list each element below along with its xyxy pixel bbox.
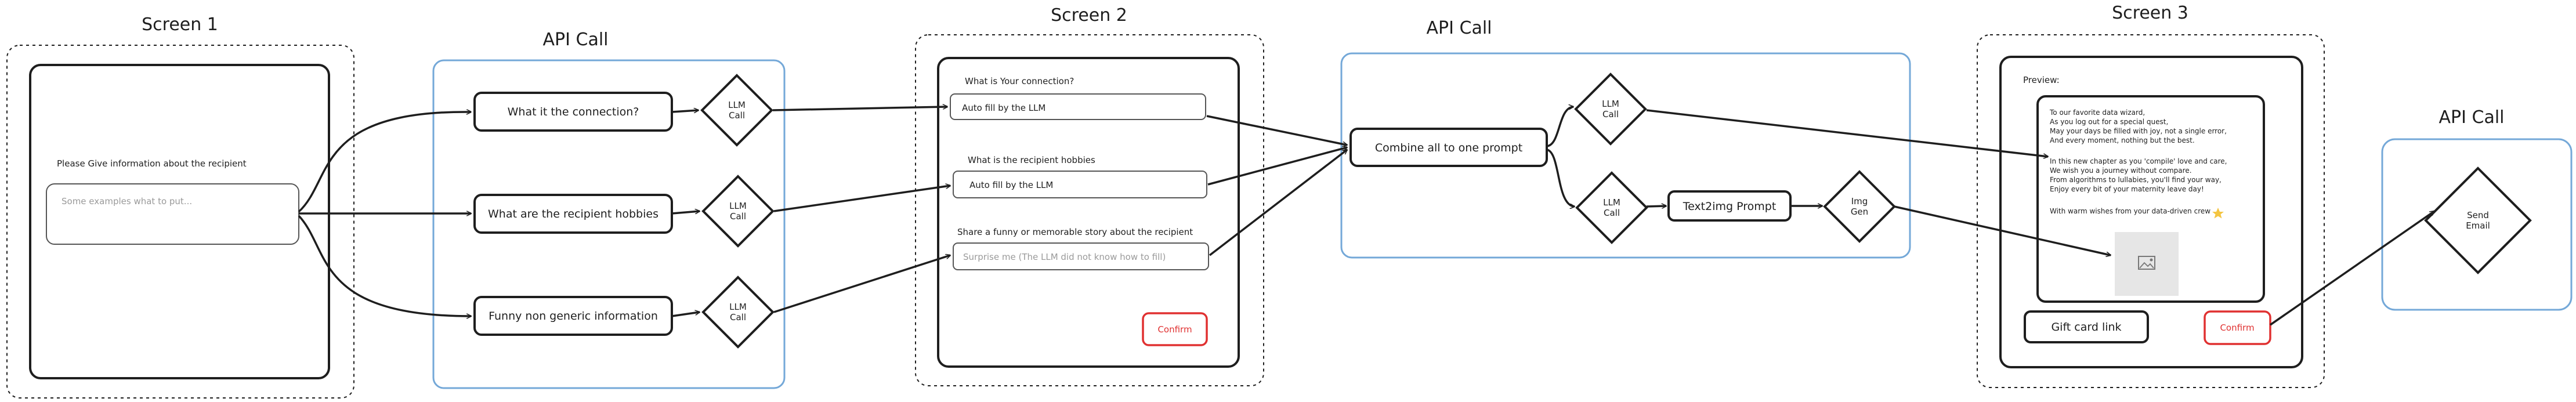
api-call-3-frame: [2381, 138, 2573, 311]
question-hobbies-label: What are the recipient hobbies: [488, 208, 659, 220]
api-call-2-frame: [1340, 52, 1911, 259]
question-connection-label: What it the connection?: [508, 106, 639, 118]
arrow-llm-to-story-field: [773, 255, 950, 313]
llm-call-1-line1: LLM: [728, 100, 746, 110]
llm-call-diamond-2: [701, 175, 775, 248]
arrow-combine-to-llm-bottom: [1546, 149, 1575, 207]
flow-arrows: [298, 107, 2434, 326]
screen2-field1-label: What is Your connection?: [965, 76, 1074, 86]
arrow-llm-to-connection-field: [772, 107, 947, 111]
text2img-prompt-label: Text2img Prompt: [1683, 200, 1777, 213]
arrow-imggen-to-image: [1894, 205, 2111, 255]
arrow-confirm-to-send-email: [2270, 210, 2434, 326]
question-funny-label: Funny non generic information: [489, 310, 658, 323]
api-call-2-title: API Call: [1427, 18, 1492, 38]
arrow-input-to-connection: [298, 112, 471, 213]
screen2-phone: [937, 57, 1240, 368]
llm-call-3-line1: LLM: [729, 302, 747, 312]
screen3-confirm-label: Confirm: [2220, 323, 2254, 333]
llm-call-diamond-4: [1574, 73, 1647, 146]
poem-line: In this new chapter as you 'compile' lov…: [2050, 157, 2227, 165]
preview-card: [2036, 95, 2265, 303]
combine-prompt-label: Combine all to one prompt: [1375, 142, 1522, 154]
api-call-1-frame: [432, 59, 786, 389]
poem-line: From algorithms to lullabies, you'll fin…: [2050, 176, 2222, 184]
llm-call-5-line1: LLM: [1603, 197, 1620, 208]
llm-call-2-line2: Call: [730, 211, 746, 222]
send-email-line1: Send: [2467, 210, 2489, 220]
screen1-title: Screen 1: [142, 15, 218, 35]
question-hobbies-box: [473, 194, 673, 234]
screen1-info-input[interactable]: [46, 183, 299, 245]
arrow-funny-to-llm: [671, 312, 700, 317]
llm-call-diamond-1: [700, 74, 773, 147]
screen2-story-input[interactable]: [953, 242, 1209, 270]
api-call-3-group: API Call Send Email: [2381, 107, 2573, 311]
arrow-llm-to-poem: [1646, 109, 2048, 157]
arrow-connection-to-llm: [671, 110, 699, 112]
poem-line: To our favorite data wizard,: [2049, 108, 2145, 117]
screen3-confirm-button[interactable]: [2204, 310, 2271, 345]
api-call-3-title: API Call: [2439, 107, 2505, 128]
screen1-group: Screen 1 Please Give information about t…: [6, 15, 354, 399]
arrow-hobbies-to-llm: [671, 211, 700, 215]
send-email-diamond: [2424, 166, 2532, 274]
screen2-field3-label: Share a funny or memorable story about t…: [957, 227, 1193, 237]
screen3-group: Screen 3 Preview: To our favorite data w…: [1977, 3, 2325, 388]
screen2-title: Screen 2: [1051, 5, 1127, 26]
star-icon: [2212, 208, 2224, 219]
arrow-llm-to-hobbies-field: [773, 186, 950, 212]
llm-call-2-line1: LLM: [729, 201, 747, 211]
send-email-line2: Email: [2466, 220, 2490, 231]
screen1-prompt-label: Please Give information about the recipi…: [57, 158, 247, 169]
api-call-1-title: API Call: [543, 30, 609, 50]
poem-line: And every moment, nothing but the best.: [2050, 136, 2195, 144]
llm-call-4-line1: LLM: [1602, 99, 1619, 109]
arrow-llm-to-text2img: [1646, 206, 1666, 207]
screen2-field2-label: What is the recipient hobbies: [968, 155, 1095, 165]
screen3-preview-label: Preview:: [2023, 75, 2060, 85]
arrow-field1-to-combine: [1206, 115, 1347, 145]
img-gen-line2: Gen: [1851, 207, 1868, 217]
screen3-frame: [1977, 34, 2325, 388]
arrow-combine-to-llm-top: [1546, 107, 1573, 147]
screen2-field2-value: Auto fill by the LLM: [969, 180, 1053, 190]
screen2-field1-value: Auto fill by the LLM: [962, 103, 1045, 113]
api-call-2-group: API Call Combine all to one prompt LLM C…: [1340, 18, 1911, 259]
llm-call-5-line2: Call: [1604, 208, 1620, 218]
arrow-input-to-funny: [298, 215, 471, 316]
llm-call-1-line2: Call: [729, 110, 745, 121]
poem-line: May your days be filled with joy, not a …: [2050, 127, 2227, 135]
screen2-connection-input[interactable]: [950, 93, 1206, 120]
api-call-1-group: API Call What it the connection? What ar…: [432, 30, 786, 389]
screen1-input-placeholder: Some examples what to put...: [61, 196, 192, 207]
gift-card-link-button[interactable]: [2024, 310, 2149, 343]
screen2-group: Screen 2 What is Your connection? Auto f…: [915, 5, 1264, 386]
gift-card-link-label: Gift card link: [2051, 321, 2121, 334]
poem-line: With warm wishes from your data-driven c…: [2050, 207, 2210, 215]
combine-prompt-box: [1349, 128, 1548, 167]
llm-call-diamond-5: [1575, 171, 1648, 244]
llm-call-4-line2: Call: [1602, 109, 1619, 119]
arrow-field2-to-combine: [1207, 147, 1347, 186]
llm-call-diamond-3: [701, 276, 775, 349]
poem-line: We wish you a journey without compare.: [2050, 166, 2192, 175]
img-gen-line1: Img: [1851, 196, 1868, 207]
screen2-confirm-button[interactable]: [1142, 312, 1208, 346]
screen2-frame: [915, 34, 1264, 386]
image-icon: [2138, 256, 2155, 270]
generated-image-placeholder: [2115, 232, 2179, 296]
llm-call-3-line2: Call: [730, 312, 746, 323]
screen3-title: Screen 3: [2112, 3, 2188, 23]
poem-line: Enjoy every bit of your maternity leave …: [2050, 185, 2204, 193]
poem-line: As you log out for a special quest,: [2050, 118, 2168, 126]
screen2-confirm-label: Confirm: [1157, 324, 1192, 335]
screen2-field3-placeholder: Surprise me (The LLM did not know how to…: [963, 252, 1166, 262]
img-gen-diamond: [1823, 170, 1896, 243]
screen2-hobbies-input[interactable]: [953, 171, 1207, 198]
arrow-field3-to-combine: [1209, 150, 1347, 256]
screen1-frame: [6, 45, 354, 399]
poem-text: To our favorite data wizard, As you log …: [2049, 108, 2227, 215]
